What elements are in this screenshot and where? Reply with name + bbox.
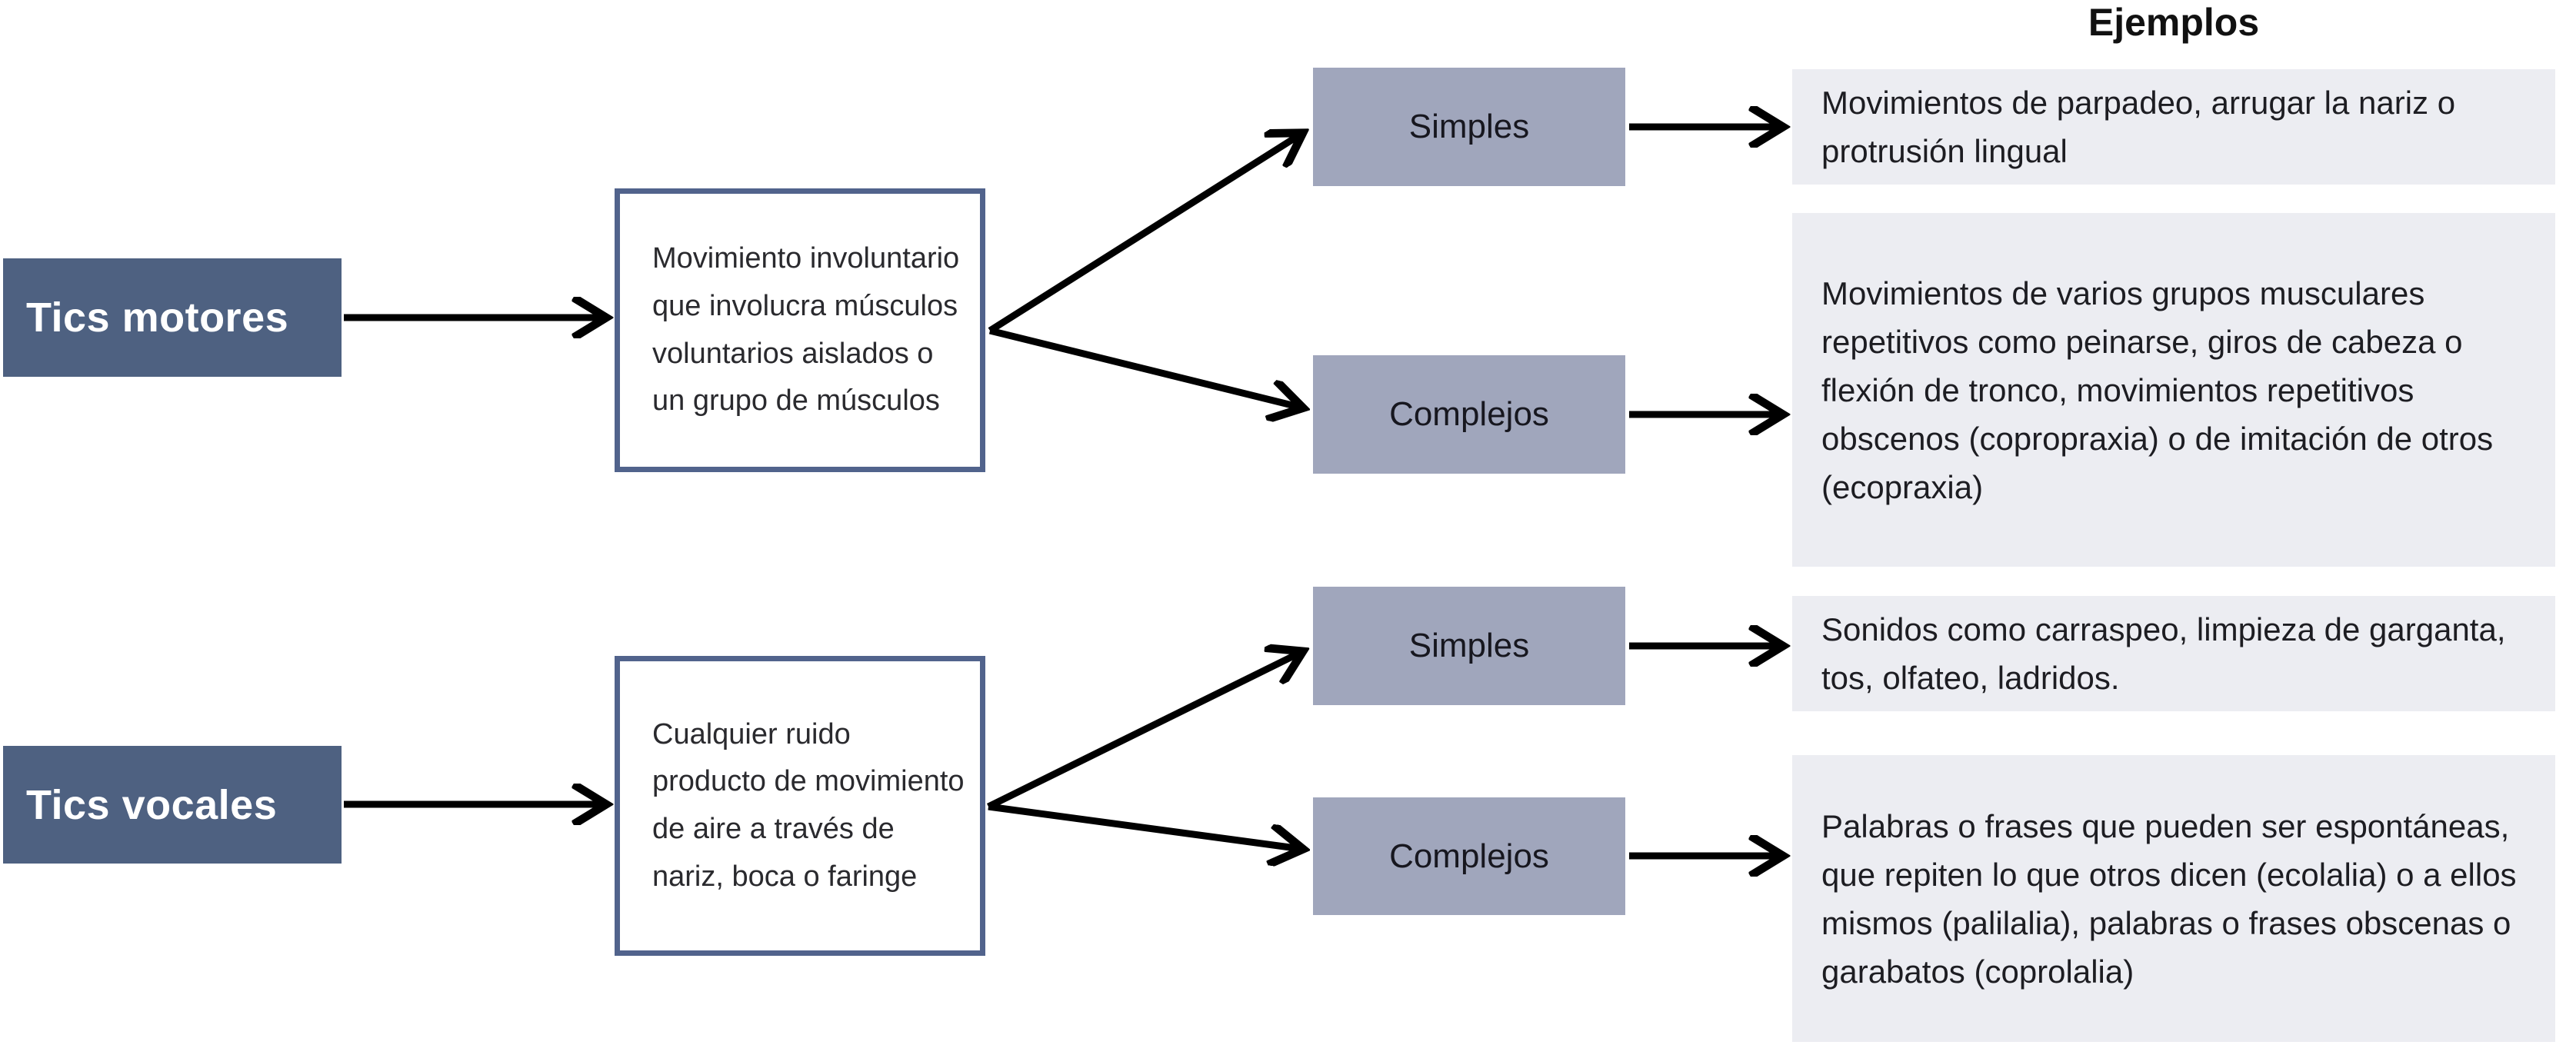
arrow-motores-def-to-complejos (988, 327, 1301, 408)
branch-box-vocales-complejos: Complejos (1313, 797, 1625, 915)
branch-box-motores-complejos: Complejos (1313, 355, 1625, 474)
branch-box-motores-simples: Simples (1313, 68, 1625, 186)
definition-text-tics-vocales: Cualquier ruido producto de movimiento d… (652, 717, 965, 893)
example-text-vocales-complejos: Palabras o frases que pueden ser espontá… (1821, 807, 2517, 990)
arrow-motores-def-to-simples (988, 134, 1301, 334)
example-text-motores-complejos: Movimientos de varios grupos musculares … (1821, 275, 2494, 505)
example-box-vocales-simples: Sonidos como carraspeo, limpieza de garg… (1792, 596, 2555, 711)
example-box-motores-simples: Movimientos de parpadeo, arrugar la nari… (1792, 69, 2555, 185)
definition-text-tics-motores: Movimiento involuntario que involucra mú… (652, 242, 960, 418)
example-box-vocales-complejos: Palabras o frases que pueden ser espontá… (1792, 755, 2555, 1042)
root-label-tics-motores: Tics motores (26, 295, 289, 341)
definition-box-tics-motores: Movimiento involuntario que involucra mú… (615, 188, 985, 472)
root-label-tics-vocales: Tics vocales (26, 781, 278, 828)
example-text-vocales-simples: Sonidos como carraspeo, limpieza de garg… (1821, 611, 2506, 696)
branch-label-vocales-simples: Simples (1408, 627, 1530, 664)
root-box-tics-motores: Tics motores (3, 258, 342, 377)
branch-label-vocales-complejos: Complejos (1389, 837, 1549, 875)
arrow-vocales-def-to-complejos (988, 803, 1301, 849)
branch-label-motores-complejos: Complejos (1389, 395, 1549, 433)
examples-column-header: Ejemplos (2088, 1, 2260, 44)
branch-label-motores-simples: Simples (1408, 108, 1530, 145)
arrow-vocales-def-to-simples (987, 652, 1301, 810)
definition-box-tics-vocales: Cualquier ruido producto de movimiento d… (615, 656, 985, 956)
branch-box-vocales-simples: Simples (1313, 587, 1625, 705)
root-box-tics-vocales: Tics vocales (3, 746, 342, 864)
example-text-motores-simples: Movimientos de parpadeo, arrugar la nari… (1821, 85, 2456, 169)
example-box-motores-complejos: Movimientos de varios grupos musculares … (1792, 213, 2555, 567)
